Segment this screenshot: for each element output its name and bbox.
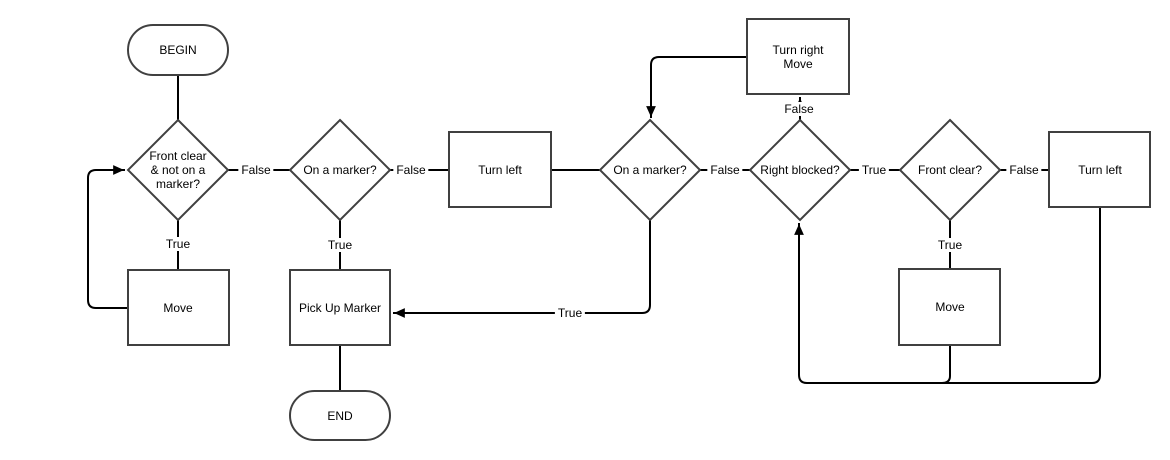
on-marker-2-shape [598, 118, 702, 222]
edge-turnrightmove-to-check3 [646, 56, 748, 118]
front-clear-not-marker-shape [126, 118, 230, 222]
turn-left-1-shape [448, 131, 552, 208]
move-2-shape [898, 268, 1001, 346]
front-clear-shape [898, 118, 1002, 222]
edge-turnleft2-loop [794, 206, 1101, 384]
pick-up-marker-shape [289, 269, 391, 346]
turn-left-2-shape [1048, 131, 1151, 208]
move-1-shape [127, 269, 230, 346]
edge-move2-join [940, 344, 951, 385]
begin-shape [127, 24, 229, 76]
end-shape [289, 390, 391, 441]
edge-check3-true [393, 219, 651, 318]
right-blocked-shape [748, 118, 852, 222]
on-marker-1-shape [288, 118, 392, 222]
edge-move1-loop [87, 165, 129, 309]
turn-right-move-shape [746, 18, 850, 95]
